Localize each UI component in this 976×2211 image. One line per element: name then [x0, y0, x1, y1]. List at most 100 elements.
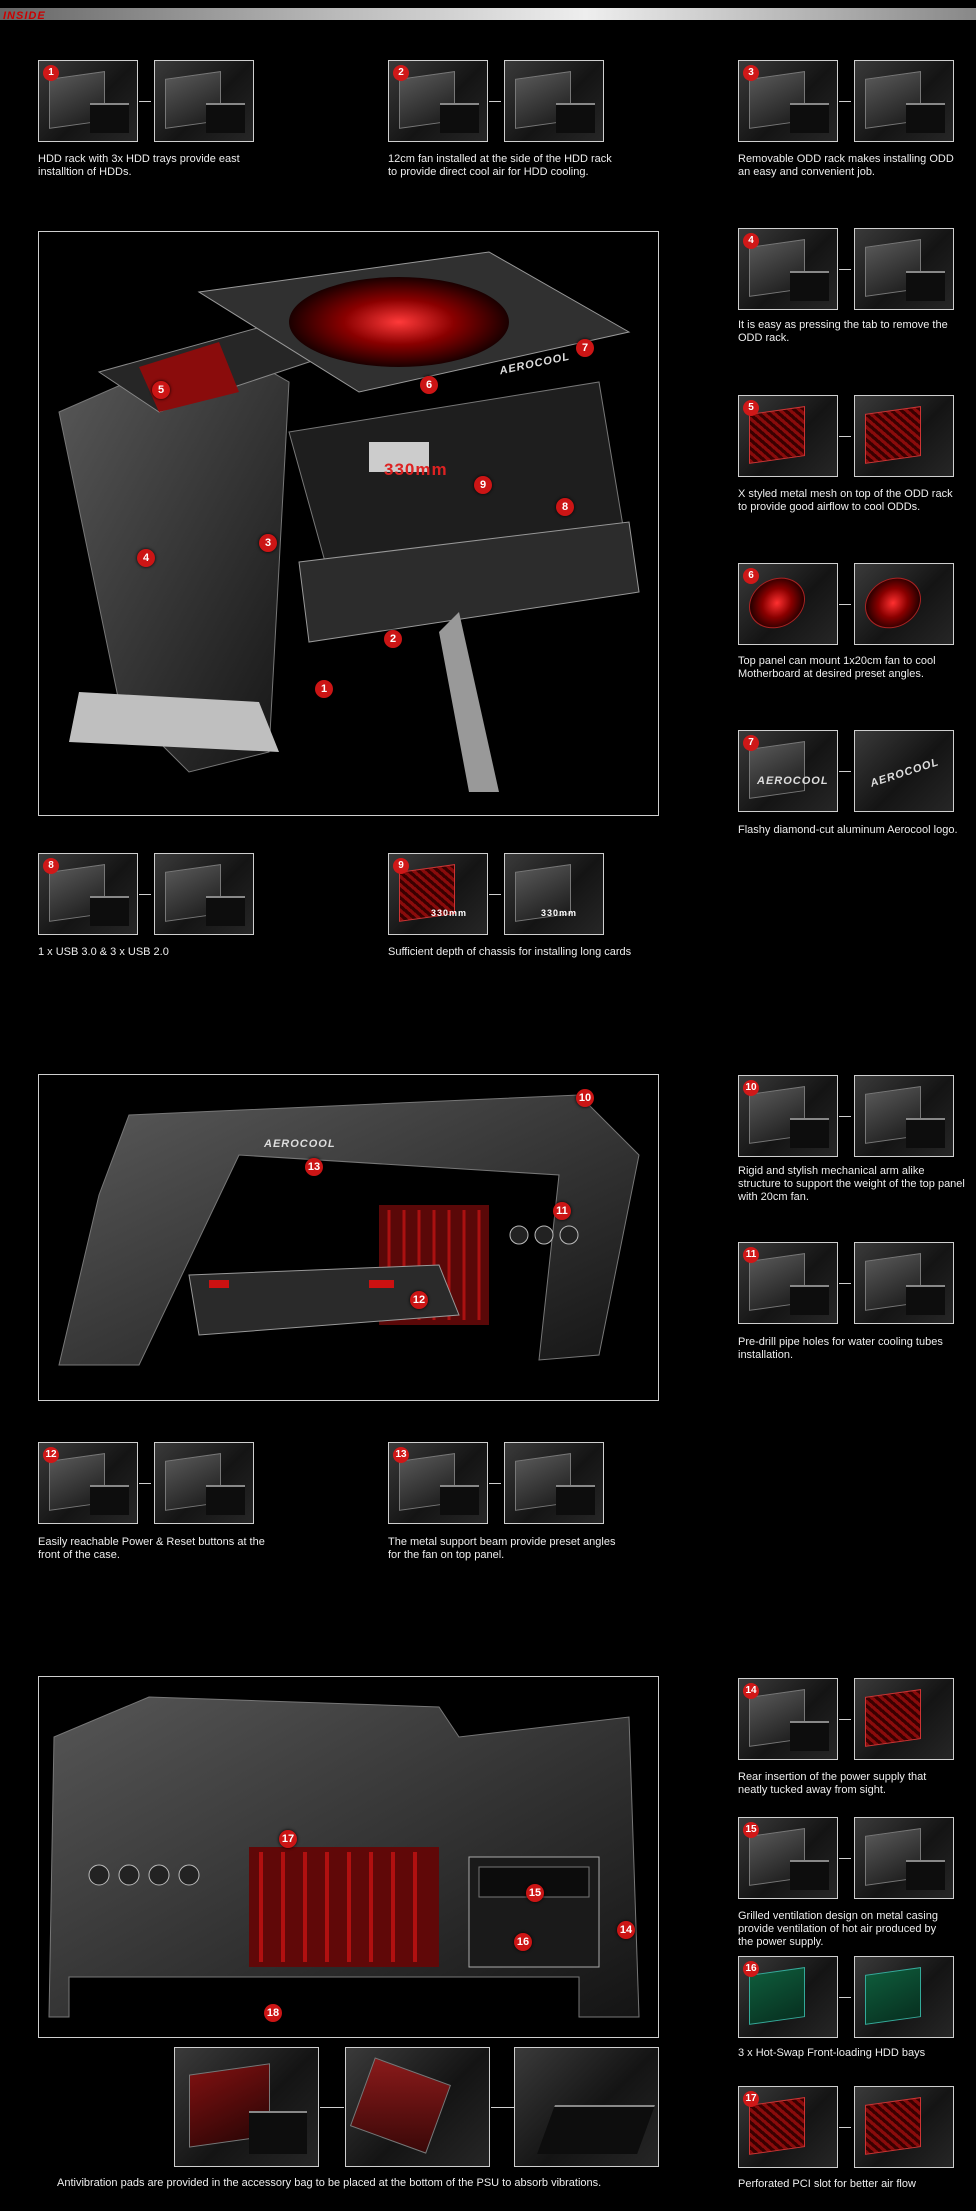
- feature-2-caption: 12cm fan installed at the side of the HD…: [388, 153, 612, 178]
- feature-3-connector: [839, 101, 851, 102]
- panel2-callout-12: 12: [410, 1291, 428, 1309]
- feature-10-image-b: [854, 1075, 954, 1157]
- feature-6-caption: Top panel can mount 1x20cm fan to cool M…: [738, 655, 936, 680]
- feature-14-connector: [839, 1719, 851, 1720]
- feature-17-connector: [839, 2127, 851, 2128]
- panel3-callout-15: 15: [526, 1884, 544, 1902]
- feature-11-badge: 11: [743, 1247, 759, 1263]
- feature-16-image-a: 16: [738, 1956, 838, 2038]
- feature-9-badge: 9: [393, 858, 409, 874]
- feature-17-badge: 17: [743, 2091, 759, 2107]
- feature-8-image-b: [154, 853, 254, 935]
- feature-1-caption: HDD rack with 3x HDD trays provide east …: [38, 153, 240, 178]
- feature-7-badge: 7: [743, 735, 759, 751]
- panel2-callout-10: 10: [576, 1089, 594, 1107]
- feature-14-image-b: [854, 1678, 954, 1760]
- feature-3-badge: 3: [743, 65, 759, 81]
- feature-5-badge: 5: [743, 400, 759, 416]
- panel3-callout-17: 17: [279, 1830, 297, 1848]
- feature-13-image-a: 13: [388, 1442, 488, 1524]
- panel1-callout-4: 4: [137, 549, 155, 567]
- feature-2-badge: 2: [393, 65, 409, 81]
- feature-7-brand-b: AEROCOOL: [868, 756, 941, 790]
- feature-16-connector: [839, 1997, 851, 1998]
- feature-6-connector: [839, 604, 851, 605]
- feature-10-badge: 10: [743, 1080, 759, 1096]
- case-overview-image-3: 14 15 16 17 18: [38, 1676, 659, 2038]
- feature-9-connector: [489, 894, 501, 895]
- feature-3-caption: Removable ODD rack makes installing ODD …: [738, 153, 954, 178]
- feature-4-caption: It is easy as pressing the tab to remove…: [738, 319, 948, 344]
- feature-10-connector: [839, 1116, 851, 1117]
- header-bar: [0, 8, 976, 20]
- feature-15-connector: [839, 1858, 851, 1859]
- feature-1-connector: [139, 101, 151, 102]
- feature-16-caption: 3 x Hot-Swap Front-loading HDD bays: [738, 2047, 926, 2059]
- feature-17-caption: Perforated PCI slot for better air flow: [738, 2178, 916, 2190]
- panel1-callout-8: 8: [556, 498, 574, 516]
- feature-5-connector: [839, 436, 851, 437]
- feature-5-image-b: [854, 395, 954, 477]
- feature-13-caption: The metal support beam provide preset an…: [388, 1536, 616, 1561]
- feature-18-image-a: [174, 2047, 319, 2167]
- feature-18-connector-b: [491, 2107, 515, 2108]
- feature-9-caption: Sufficient depth of chassis for installi…: [388, 946, 632, 958]
- feature-2-image-b: [504, 60, 604, 142]
- feature-9-dimension-b: 330mm: [541, 908, 578, 918]
- panel1-callout-1: 1: [315, 680, 333, 698]
- feature-6-image-b: [854, 563, 954, 645]
- feature-4-badge: 4: [743, 233, 759, 249]
- feature-18-image-b: [345, 2047, 490, 2167]
- panel3-callout-16: 16: [514, 1933, 532, 1951]
- feature-7-caption: Flashy diamond-cut aluminum Aerocool log…: [738, 824, 958, 836]
- feature-16-image-b: [854, 1956, 954, 2038]
- feature-10-caption: Rigid and stylish mechanical arm alike s…: [738, 1165, 965, 1203]
- feature-8-badge: 8: [43, 858, 59, 874]
- panel1-callout-3: 3: [259, 534, 277, 552]
- feature-11-connector: [839, 1283, 851, 1284]
- feature-15-image-b: [854, 1817, 954, 1899]
- feature-14-caption: Rear insertion of the power supply that …: [738, 1771, 927, 1796]
- panel1-dimension-label: 330mm: [384, 460, 448, 479]
- feature-8-image-a: 8: [38, 853, 138, 935]
- feature-1-badge: 1: [43, 65, 59, 81]
- case-overview-image-1: 330mm AEROCOOL 1 2 3 4 5 6 7 8 9: [38, 231, 659, 816]
- panel2-callout-11: 11: [553, 1202, 571, 1220]
- feature-9-image-b: 330mm: [504, 853, 604, 935]
- feature-16-badge: 16: [743, 1961, 759, 1977]
- feature-12-connector: [139, 1483, 151, 1484]
- panel2-callout-13: 13: [305, 1158, 323, 1176]
- feature-15-badge: 15: [743, 1822, 759, 1838]
- feature-2-image-a: 2: [388, 60, 488, 142]
- feature-13-badge: 13: [393, 1447, 409, 1463]
- case-illustration-2: [58, 1094, 640, 1366]
- feature-12-image-a: 12: [38, 1442, 138, 1524]
- panel1-callout-5: 5: [152, 381, 170, 399]
- feature-5-caption: X styled metal mesh on top of the ODD ra…: [738, 488, 953, 513]
- feature-18-connector-a: [320, 2107, 344, 2108]
- panel1-callout-9: 9: [474, 476, 492, 494]
- case-illustration-3: [48, 1696, 640, 2018]
- section-label: INSIDE: [3, 10, 46, 22]
- feature-13-connector: [489, 1483, 501, 1484]
- feature-3-image-b: [854, 60, 954, 142]
- panel1-callout-2: 2: [384, 630, 402, 648]
- panel3-callout-14: 14: [617, 1921, 635, 1939]
- feature-14-image-a: 14: [738, 1678, 838, 1760]
- feature-4-image-a: 4: [738, 228, 838, 310]
- feature-12-badge: 12: [43, 1447, 59, 1463]
- panel2-brand-label: AEROCOOL: [264, 1138, 336, 1150]
- panel1-callout-7: 7: [576, 339, 594, 357]
- feature-7-connector: [839, 771, 851, 772]
- feature-10-image-a: 10: [738, 1075, 838, 1157]
- feature-17-image-a: 17: [738, 2086, 838, 2168]
- case-overview-image-2: AEROCOOL 10 11 12 13: [38, 1074, 659, 1401]
- feature-1-image-b: [154, 60, 254, 142]
- feature-6-badge: 6: [743, 568, 759, 584]
- feature-12-caption: Easily reachable Power & Reset buttons a…: [38, 1536, 265, 1561]
- feature-4-image-b: [854, 228, 954, 310]
- feature-5-image-a: 5: [738, 395, 838, 477]
- feature-18-image-c: [514, 2047, 659, 2167]
